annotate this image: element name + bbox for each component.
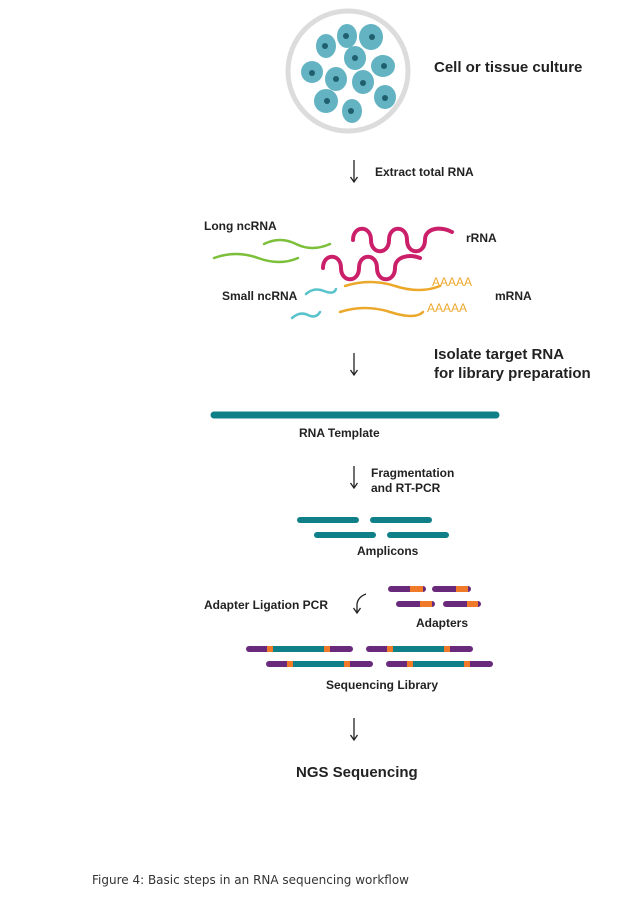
figure-caption: Figure 4: Basic steps in an RNA sequenci… — [92, 873, 409, 887]
step-isolate-label-line1: Isolate target RNA — [434, 346, 565, 363]
long-ncrna-strand — [212, 252, 300, 264]
curved-arrow-icon — [352, 593, 367, 615]
small-ncrna-strand — [290, 310, 322, 320]
arrow-down-icon — [349, 718, 359, 742]
amplicons-label: Amplicons — [357, 544, 419, 558]
rna-molecules — [212, 226, 454, 320]
sequencing-library-bars — [246, 646, 493, 667]
long-ncrna-strand — [262, 238, 332, 250]
rrna-label: rRNA — [466, 231, 497, 245]
adapter-ligation-label: Adapter Ligation PCR — [204, 598, 329, 612]
polya-label: AAAAA — [432, 275, 473, 289]
amplicons-bars — [297, 517, 449, 538]
step-ngs-label: NGS Sequencing — [296, 764, 418, 781]
mrna-label: mRNA — [495, 289, 532, 303]
step-isolate-label-line2: for library preparation — [434, 365, 591, 382]
cell-nuclei — [309, 33, 388, 114]
sequencing-library-label: Sequencing Library — [326, 678, 439, 692]
step-fragmentation-label-line2: and RT-PCR — [371, 481, 441, 495]
step-cell-culture-label: Cell or tissue culture — [434, 59, 583, 76]
arrow-down-icon — [349, 353, 359, 377]
small-ncrna-strand — [304, 287, 338, 296]
cell-culture-dish — [285, 8, 411, 134]
adapters-bars — [388, 586, 481, 607]
small-ncrna-label: Small ncRNA — [222, 289, 298, 303]
rrna-strand — [321, 254, 422, 282]
step-fragmentation-label-line1: Fragmentation — [371, 466, 455, 480]
down-arrows — [349, 160, 367, 742]
long-ncrna-label: Long ncRNA — [204, 219, 277, 233]
mrna-strand — [338, 306, 425, 318]
rrna-strand — [351, 226, 454, 254]
polya-label: AAAAA — [427, 301, 468, 315]
arrow-down-icon — [349, 160, 359, 184]
arrow-down-icon — [349, 466, 359, 490]
adapters-label: Adapters — [416, 616, 469, 630]
mrna-strand — [343, 280, 442, 292]
step-extract-label: Extract total RNA — [375, 165, 474, 179]
rna-template-label: RNA Template — [299, 426, 380, 440]
